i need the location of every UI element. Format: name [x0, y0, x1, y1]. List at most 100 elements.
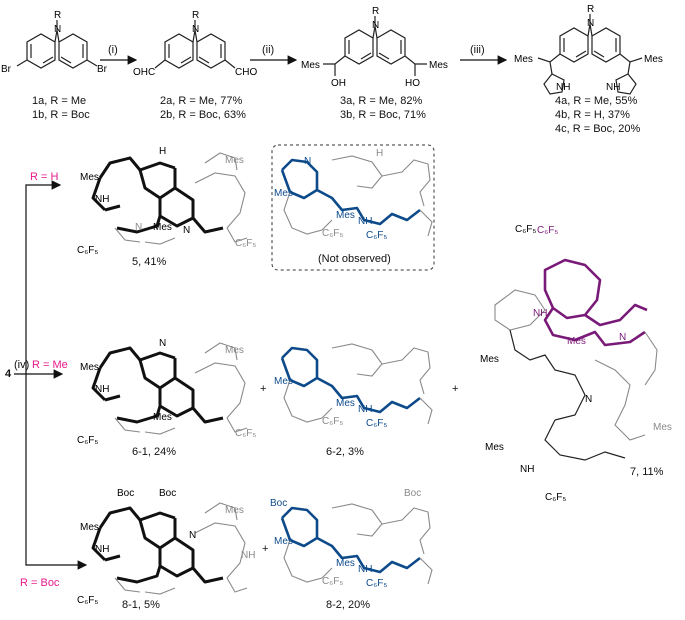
product-8-1-structure: Mes NH C₆F₅ Boc Boc Mes NH N [77, 488, 255, 606]
label-product-5: 5, 41% [132, 256, 166, 268]
not-observed-box [271, 144, 435, 271]
svg-text:C₆F₅: C₆F₅ [322, 576, 343, 587]
svg-text:NH: NH [241, 550, 255, 561]
atom-Mes-right: Mes [429, 60, 448, 71]
svg-text:C₆F₅: C₆F₅ [322, 416, 343, 427]
label-3b: 3b, R = Boc, 71% [340, 109, 426, 121]
product-8-2-structure: Boc Mes Mes NH C₆F₅ Boc C₆F₅ [270, 488, 434, 589]
arrow-branch-boc [25, 374, 88, 570]
svg-text:C₆F₅: C₆F₅ [77, 435, 98, 446]
svg-text:N: N [159, 338, 166, 349]
svg-text:C₆F₅: C₆F₅ [537, 225, 558, 236]
svg-text:NH: NH [520, 464, 534, 475]
reagent-iv: (iv) [14, 359, 29, 371]
svg-text:Mes: Mes [225, 345, 244, 356]
atom-Mes-right: Mes [644, 54, 663, 65]
svg-text:NH: NH [95, 544, 109, 555]
svg-text:Mes: Mes [567, 336, 586, 347]
plus-8: + [262, 543, 268, 555]
atom-R: R [587, 4, 594, 15]
svg-text:Mes: Mes [225, 155, 244, 166]
svg-text:C₆F₅: C₆F₅ [322, 228, 343, 239]
reagent-ii: (ii) [262, 44, 274, 56]
label-3a: 3a, R = Me, 82% [340, 95, 422, 107]
svg-text:N: N [135, 222, 142, 233]
svg-text:C₆F₅: C₆F₅ [235, 238, 256, 249]
svg-text:Mes: Mes [153, 412, 172, 423]
product-7-structure: C₆F₅ NH Mes N Mes N Mes NH C₆F₅ Mes C₆F₅ [480, 224, 672, 503]
svg-text:H: H [376, 148, 383, 159]
svg-text:Mes: Mes [80, 522, 99, 533]
label-4b: 4b, R = H, 37% [555, 109, 630, 121]
atom-Mes-left: Mes [514, 54, 533, 65]
start-compound-4: 4 [5, 368, 12, 380]
not-observed-structure: Mes N Mes NH C₆F₅ C₆F₅ H [274, 148, 434, 241]
svg-text:NH: NH [358, 564, 372, 575]
atom-R: R [372, 6, 379, 17]
label-1a: 1a, R = Me [32, 95, 86, 107]
svg-text:C₆F₅: C₆F₅ [545, 492, 566, 503]
compound-1-structure: N R Br Br [1, 10, 108, 75]
svg-text:Boc: Boc [159, 488, 176, 499]
svg-text:NH: NH [533, 308, 547, 319]
plus-7: + [452, 383, 458, 395]
svg-text:C₆F₅: C₆F₅ [235, 428, 256, 439]
svg-text:Mes: Mes [336, 398, 355, 409]
condition-r-me: R = Me [32, 359, 68, 371]
svg-text:Mes: Mes [225, 505, 244, 516]
atom-NH-right: NH [606, 82, 620, 93]
atom-N: N [587, 18, 594, 29]
svg-text:Boc: Boc [404, 488, 421, 499]
svg-text:C₆F₅: C₆F₅ [366, 230, 387, 241]
label-2a: 2a, R = Me, 77% [160, 95, 242, 107]
label-product-7: 7, 11% [630, 466, 664, 478]
svg-text:Mes: Mes [80, 362, 99, 373]
svg-text:NH: NH [358, 216, 372, 227]
svg-text:Mes: Mes [274, 536, 293, 547]
atom-OH: OH [331, 78, 346, 89]
svg-text:Mes: Mes [336, 210, 355, 221]
atom-R: R [54, 10, 61, 21]
svg-text:Boc: Boc [117, 488, 134, 499]
label-product-8-2: 8-2, 20% [326, 599, 370, 611]
product-6-2-structure: Mes Mes NH C₆F₅ C₆F₅ [274, 342, 434, 429]
svg-text:Mes: Mes [274, 376, 293, 387]
product-6-1-structure: Mes NH Mes C₆F₅ N Mes C₆F₅ [77, 338, 256, 446]
label-not-observed: (Not observed) [318, 253, 391, 265]
atom-NH-left: NH [556, 82, 570, 93]
svg-text:Mes: Mes [653, 422, 672, 433]
svg-text:NH: NH [358, 404, 372, 415]
reagent-iii: (iii) [470, 44, 485, 56]
plus-6: + [260, 383, 266, 395]
svg-text:Mes: Mes [480, 354, 499, 365]
atom-Mes-left: Mes [301, 60, 320, 71]
compound-3-structure: N R Mes OH Mes HO [301, 6, 448, 89]
compound-4-structure: N R Mes Mes NH NH [514, 4, 663, 95]
reagent-i: (i) [108, 44, 118, 56]
atom-Br-right: Br [97, 64, 108, 75]
svg-text:Boc: Boc [270, 498, 287, 509]
svg-text:C₆F₅: C₆F₅ [366, 418, 387, 429]
svg-text:C₆F₅: C₆F₅ [77, 595, 98, 606]
svg-text:N: N [189, 530, 196, 541]
svg-text:C₆F₅: C₆F₅ [515, 224, 536, 235]
svg-text:N: N [183, 225, 190, 236]
svg-text:Mes: Mes [336, 558, 355, 569]
svg-text:NH: NH [95, 194, 109, 205]
compound-2-structure: N R OHC CHO [133, 10, 257, 78]
svg-text:C₆F₅: C₆F₅ [366, 578, 387, 589]
svg-text:Mes: Mes [485, 442, 504, 453]
svg-text:Mes: Mes [80, 172, 99, 183]
svg-text:H: H [159, 146, 166, 157]
label-product-8-1: 8-1, 5% [122, 599, 160, 611]
atom-N: N [54, 24, 61, 35]
svg-text:Mes: Mes [153, 222, 172, 233]
svg-text:N: N [619, 332, 626, 343]
atom-OHC: OHC [133, 67, 155, 78]
condition-r-h: R = H [30, 171, 58, 183]
label-2b: 2b, R = Boc, 63% [160, 109, 246, 121]
atom-N: N [192, 24, 199, 35]
atom-CHO: CHO [235, 67, 257, 78]
label-1b: 1b, R = Boc [32, 109, 90, 121]
